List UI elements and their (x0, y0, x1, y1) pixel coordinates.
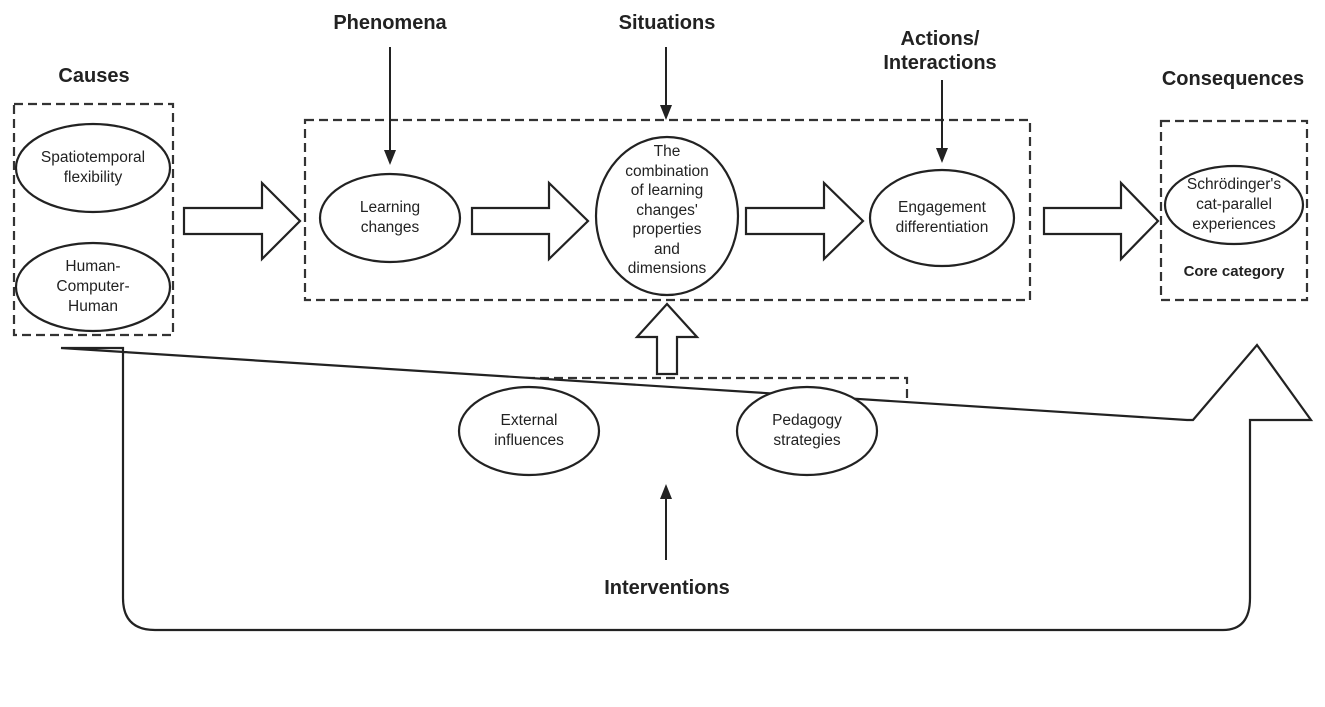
engagement-label: Engagement differentiation (896, 198, 989, 238)
heading-interventions: Interventions (604, 577, 730, 599)
ellipse-learning-changes (318, 172, 462, 264)
cause-2-line-1: Human- (65, 258, 121, 275)
ellipse-human-computer-human (14, 241, 172, 333)
ellipse-engagement (868, 168, 1016, 268)
heading-consequences: Consequences (1161, 68, 1305, 90)
cause-2-line-2: Computer- (56, 278, 130, 295)
arrow-combination-to-engagement (744, 180, 865, 262)
engagement-line-1: Engagement (898, 199, 986, 216)
schrodinger-label: Schrödinger's cat-parallel experiences (1187, 175, 1281, 235)
learning-line-2: changes (360, 219, 420, 236)
arrow-learning-to-combination (470, 180, 590, 262)
causes-box (12, 102, 175, 337)
phenomena-arrowhead (384, 150, 396, 165)
cause-spatiotemporal-label: Spatiotemporal flexibility (41, 148, 145, 188)
ellipse-schrodingers (1163, 164, 1305, 246)
consequence-line-2: cat-parallel (1196, 196, 1272, 213)
combination-line-3: of learning (630, 181, 704, 199)
cause-2-line-3: Human (68, 298, 118, 315)
actions-arrowhead (936, 148, 948, 163)
arrow-interventions-up (634, 302, 700, 376)
combination-line-7: dimensions (627, 259, 707, 277)
heading-situations: Situations (618, 12, 716, 34)
consequence-line-3: experiences (1192, 216, 1276, 233)
external-influences-label: External influences (494, 411, 564, 451)
heading-phenomena: Phenomena (333, 12, 447, 34)
combination-line-6: and (654, 240, 680, 258)
consequence-line-1: Schrödinger's (1186, 176, 1282, 193)
core-category-label: Core category (1183, 263, 1285, 280)
cause-hch-label: Human- Computer- Human (56, 257, 129, 317)
process-box (303, 118, 1032, 302)
combination-line-1: The (653, 142, 681, 160)
ellipse-combination (594, 135, 740, 297)
ellipse-spatiotemporal (14, 122, 172, 214)
interventions-arrowhead (660, 484, 672, 499)
combination-line-5: properties (632, 220, 702, 238)
heading-causes: Causes (58, 65, 130, 87)
combination-line-2: combination (625, 162, 709, 180)
heading-actions-interactions: Actions/ Interactions (883, 27, 996, 75)
external-line-1: External (500, 412, 558, 429)
feedback-u-arrow (60, 343, 1314, 632)
cause-1-line-1: Spatiotemporal (40, 149, 146, 166)
cause-1-line-2: flexibility (63, 169, 123, 186)
ellipse-external-influences (457, 385, 601, 477)
pedagogy-line-1: Pedagogy (772, 412, 842, 429)
learning-changes-label: Learning changes (360, 198, 420, 238)
combination-label: The combination of learning changes' pro… (625, 142, 709, 279)
pedagogy-strategies-label: Pedagogy strategies (772, 411, 842, 451)
pedagogy-line-2: strategies (773, 432, 841, 449)
situations-arrowhead (660, 105, 672, 120)
engagement-line-2: differentiation (895, 219, 989, 236)
heading-actions-line1: Actions/ (900, 28, 980, 50)
ellipse-pedagogy-strategies (735, 385, 879, 477)
combination-line-4: changes' (636, 201, 698, 219)
arrow-process-to-consequences (1042, 180, 1160, 262)
heading-actions-line2: Interactions (883, 52, 997, 74)
external-line-2: influences (494, 432, 564, 449)
arrow-causes-to-learning (182, 180, 302, 262)
learning-line-1: Learning (359, 199, 421, 216)
consequences-box (1159, 119, 1309, 302)
